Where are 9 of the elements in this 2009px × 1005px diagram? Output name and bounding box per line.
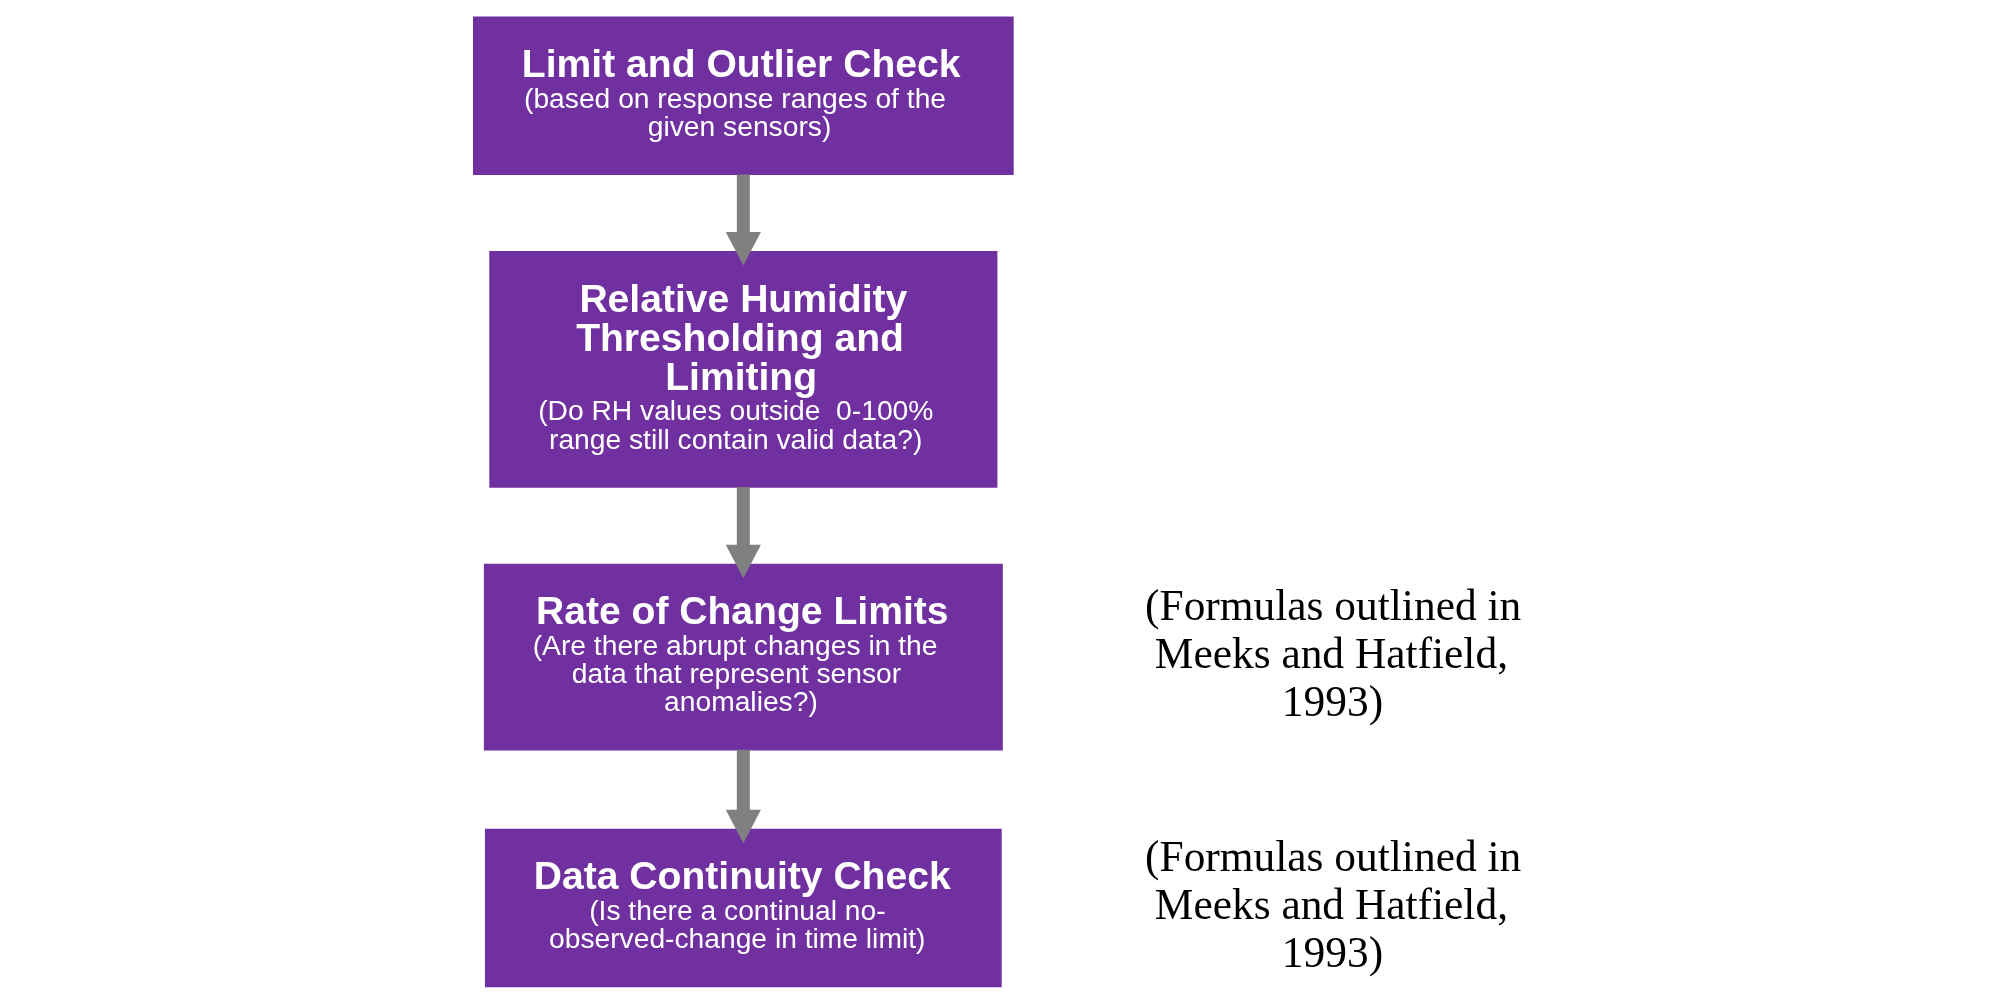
node-box: Data Continuity Check (Is there a continual no-observed-change in time limit)	[484, 828, 1002, 987]
node-box: Relative Humidity Thresholding and Limiting (Do RH values outside 0-100% range still contain valid data?)	[488, 250, 997, 488]
arrow	[725, 749, 761, 843]
arrow	[725, 173, 761, 265]
arrow	[725, 486, 761, 578]
node-box: Limit and Outlier Check (based on response ranges of the given sensors)	[472, 16, 1014, 175]
node-label: (Formulas outlined in Meeks and Hatfield, 1993)	[1144, 831, 1521, 976]
node-label: (Formulas outlined in Meeks and Hatfield, 1993)	[1144, 580, 1521, 725]
node-box: Rate of Change Limits (Are there abrupt changes in the data that represent sensor anomalies?)	[483, 563, 1003, 751]
